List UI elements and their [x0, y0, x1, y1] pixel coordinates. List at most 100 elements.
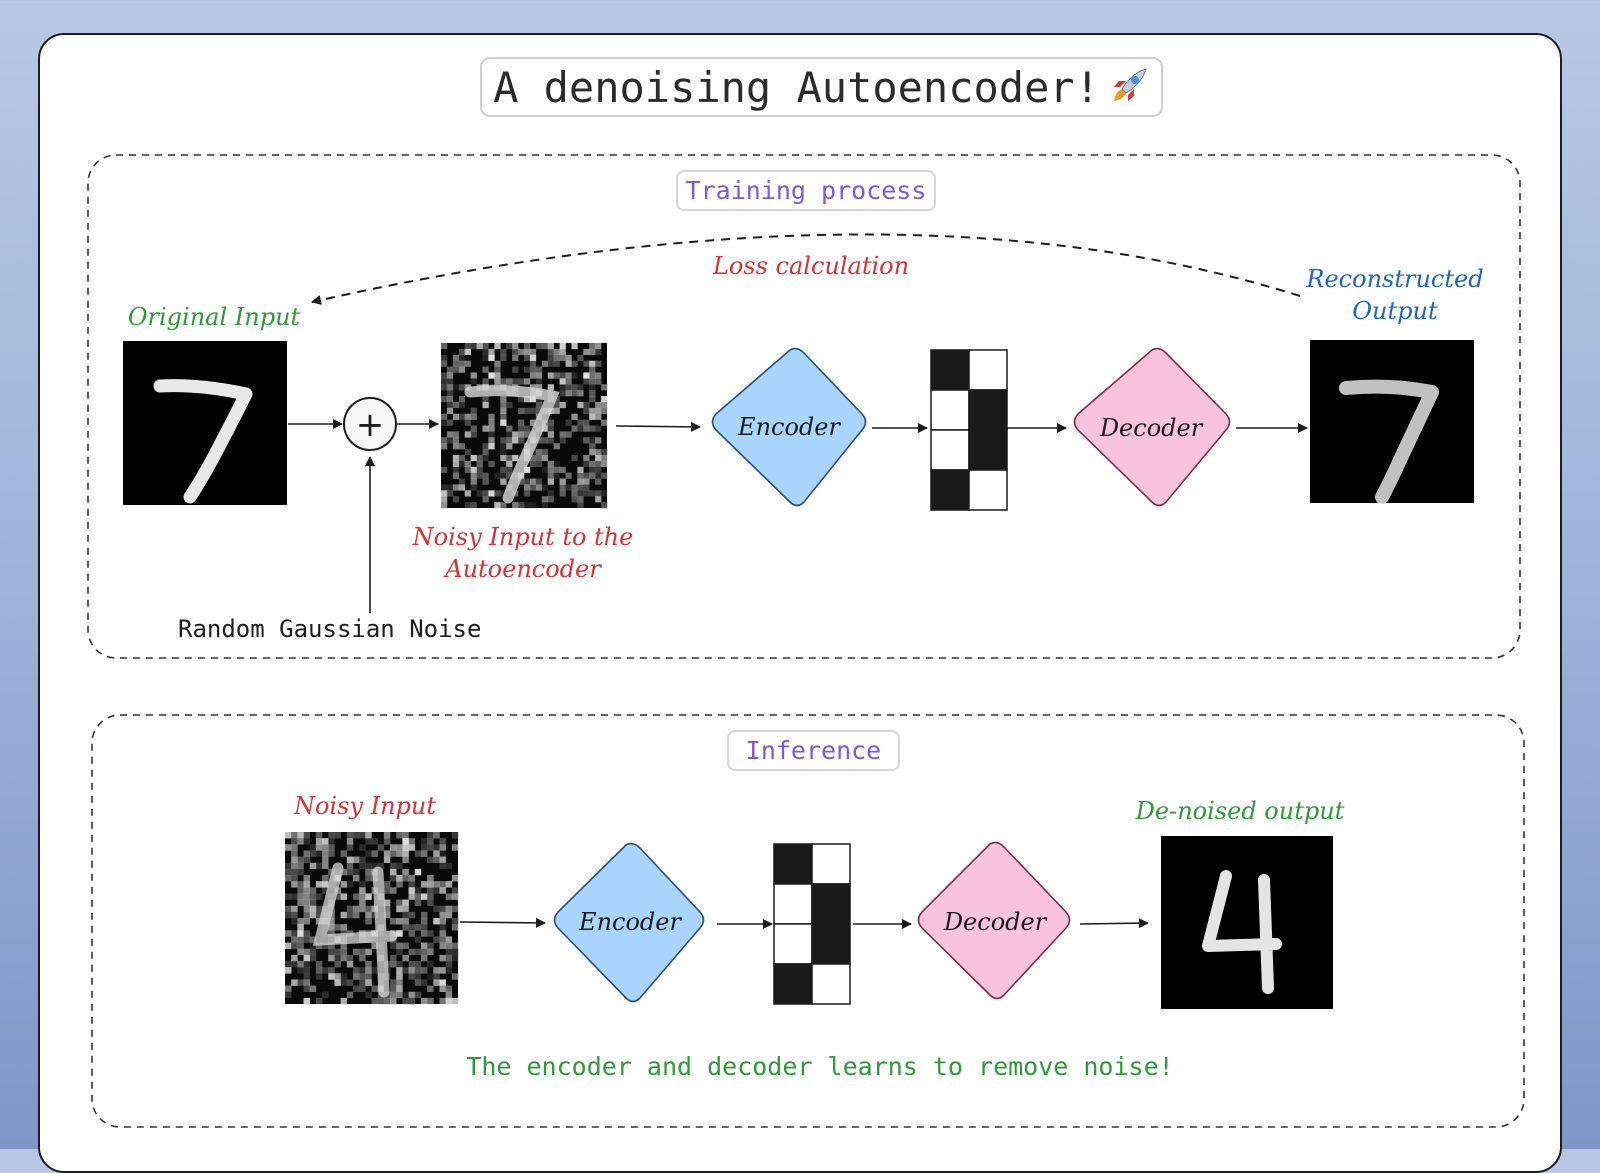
noise-pixel: [529, 384, 537, 391]
noise-pixel: [451, 924, 459, 931]
noise-pixel: [352, 911, 360, 919]
noise-pixel: [482, 478, 489, 485]
noise-pixel: [427, 838, 434, 845]
noise-pixel: [340, 924, 348, 931]
noise-pixel: [500, 454, 507, 462]
noise-pixel: [595, 343, 602, 350]
noise-pixel: [452, 401, 460, 409]
noise-pixel: [547, 343, 554, 350]
noise-pixel: [595, 348, 602, 356]
noise-pixel: [390, 985, 397, 993]
noise-pixel: [482, 496, 489, 503]
noise-pixel: [482, 490, 489, 497]
noise-pixel: [334, 961, 341, 968]
noise-pixel: [315, 838, 323, 845]
noise-pixel: [359, 881, 366, 888]
noise-pixel: [359, 967, 366, 974]
noise-pixel: [303, 887, 311, 894]
noise-pixel: [359, 893, 366, 900]
noise-pixel: [340, 942, 348, 950]
noise-pixel: [402, 856, 409, 864]
noise-pixel: [577, 496, 584, 503]
noise-pixel: [577, 466, 584, 473]
noise-pixel: [414, 899, 422, 907]
noise-pixel: [396, 979, 403, 986]
noise-pixel: [476, 490, 483, 497]
noise-pixel: [577, 425, 584, 432]
noise-pixel: [506, 460, 513, 468]
noise-pixel: [571, 360, 578, 367]
noise-pixel: [529, 348, 537, 356]
noise-pixel: [445, 893, 453, 900]
noise-pixel: [577, 484, 584, 491]
noise-pixel: [547, 496, 554, 503]
noise-pixel: [433, 856, 440, 864]
noise-pixel: [482, 343, 489, 350]
noise-pixel: [396, 991, 403, 999]
noise-pixel: [365, 850, 372, 857]
noise-pixel: [464, 348, 471, 356]
noise-pixel: [565, 472, 572, 479]
noise-pixel: [547, 478, 554, 485]
noise-pixel: [365, 862, 372, 870]
noise-pixel: [445, 881, 453, 888]
noise-pixel: [420, 838, 428, 845]
noise-pixel: [512, 454, 519, 462]
noise-pixel: [559, 384, 566, 391]
noise-pixel: [297, 967, 304, 974]
noise-pixel: [340, 893, 348, 900]
latent-cell: [930, 349, 970, 391]
noise-pixel: [390, 979, 397, 986]
noise-pixel: [559, 372, 566, 379]
noise-pixel: [565, 484, 572, 491]
noise-pixel: [535, 401, 543, 409]
noise-pixel: [445, 991, 453, 999]
noise-pixel: [500, 466, 507, 473]
noise-pixel: [529, 360, 537, 367]
noise-pixel: [359, 844, 366, 851]
noise-pixel: [408, 875, 416, 882]
noise-pixel: [297, 948, 304, 956]
noise-pixel: [439, 924, 446, 931]
noise-pixel: [571, 496, 578, 503]
noise-pixel: [291, 856, 298, 864]
noise-pixel: [583, 407, 590, 415]
latent-cell: [930, 469, 970, 511]
noise-pixel: [553, 443, 560, 450]
noise-pixel: [482, 443, 489, 450]
noise-pixel: [488, 437, 495, 444]
noise-pixel: [359, 832, 366, 839]
noise-pixel: [565, 378, 572, 385]
noise-pixel: [377, 862, 385, 870]
noise-pixel: [383, 887, 391, 894]
noise-pixel: [488, 354, 495, 361]
noise-pixel: [328, 954, 335, 962]
noise-pixel: [500, 478, 507, 485]
noise-pixel: [291, 936, 298, 943]
noise-pixel: [315, 905, 323, 913]
noise-pixel: [291, 954, 298, 962]
noise-pixel: [488, 372, 495, 379]
noise-pixel: [309, 844, 317, 851]
noise-pixel: [352, 967, 360, 974]
noise-pixel: [452, 437, 460, 444]
noise-pixel: [285, 868, 292, 876]
noise-pixel: [482, 401, 489, 409]
noise-pixel: [559, 437, 566, 444]
noise-pixel: [589, 396, 596, 403]
noise-pixel: [383, 905, 391, 913]
noise-pixel: [518, 437, 525, 444]
noise-pixel: [334, 924, 341, 931]
noise-pixel: [408, 844, 416, 851]
noise-pixel: [441, 419, 448, 426]
noise-pixel: [315, 844, 323, 851]
noise-pixel: [303, 850, 311, 857]
noise-pixel: [285, 893, 292, 900]
noise-pixel: [524, 348, 531, 356]
noise-pixel: [352, 905, 360, 913]
noise-pixel: [553, 472, 560, 479]
noise-pixel: [365, 948, 372, 956]
noise-pixel: [565, 419, 572, 426]
noise-pixel: [577, 478, 584, 485]
noise-pixel: [559, 484, 566, 491]
